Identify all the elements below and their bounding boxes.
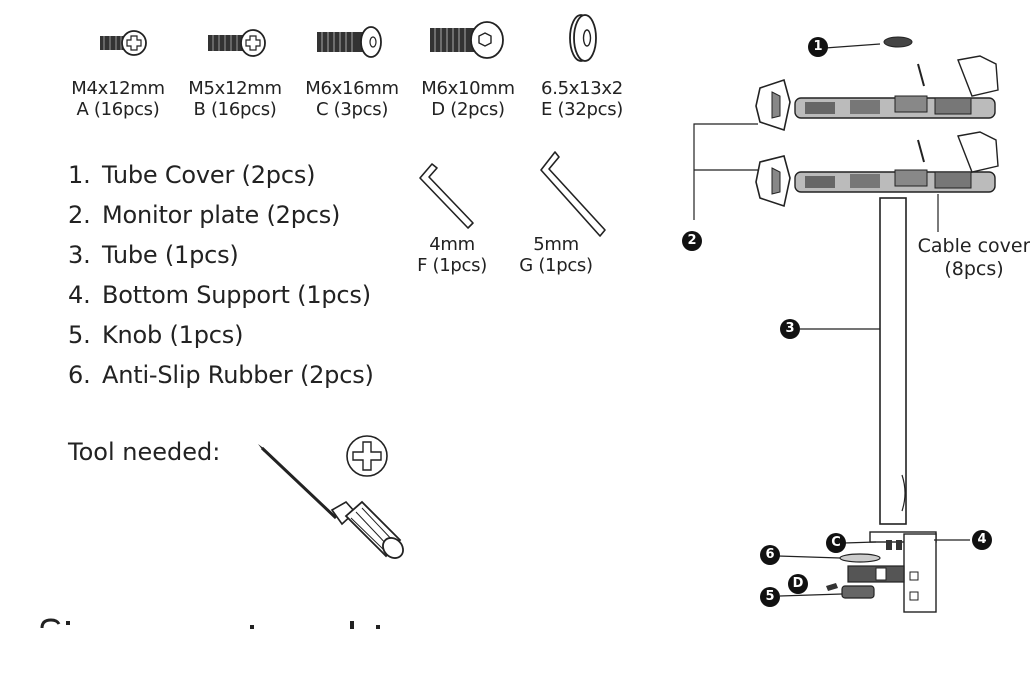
hardware-qty: E (32pcs): [540, 99, 624, 120]
bottom-support-part: [869, 531, 937, 613]
hardware-label-a: M4x12mm A (16pcs): [58, 78, 178, 120]
hardware-label-e: 6.5x13x2 E (32pcs): [522, 78, 642, 120]
part-label: Anti-Slip Rubber (2pcs): [102, 361, 374, 389]
part-label: Bottom Support (1pcs): [102, 281, 371, 309]
washer-icon-e: [569, 14, 597, 62]
callout-5: 5: [760, 587, 780, 607]
parts-list-item: 3. Tube (1pcs): [68, 235, 374, 275]
wrench-label-g: 5mm G (1pcs): [496, 234, 616, 276]
callout-c: C: [826, 533, 846, 553]
screw-icon-a: [100, 30, 147, 56]
hardware-size: 6.5x13x2: [541, 78, 623, 99]
hex-wrench-icon-g: [540, 151, 606, 237]
wrench-size: 4mm: [429, 234, 475, 255]
hardware-size: M6x16mm: [305, 78, 399, 99]
wrench-label-f: 4mm F (1pcs): [392, 234, 512, 276]
part-number: 3.: [68, 241, 91, 269]
part-number: 5.: [68, 321, 91, 349]
parts-list-item: 5. Knob (1pcs): [68, 315, 374, 355]
part-number: 1.: [68, 161, 91, 189]
hardware-size: M4x12mm: [71, 78, 165, 99]
tube-cover-part: [883, 36, 913, 48]
hardware-qty: C (3pcs): [315, 99, 389, 120]
cropped-heading-fragment: [40, 618, 380, 629]
hardware-qty: D (2pcs): [431, 99, 505, 120]
tube-part: [879, 197, 907, 525]
assembly-diagram: [693, 36, 999, 613]
part-label: Tube Cover (2pcs): [102, 161, 316, 189]
callout-4: 4: [972, 530, 992, 550]
callout-2: 2: [682, 231, 702, 251]
flat-head-bolt-icon-c: [317, 26, 382, 58]
upper-arm-assembly: [755, 55, 999, 132]
hardware-label-d: M6x10mm D (2pcs): [408, 78, 528, 120]
part-number: 2.: [68, 201, 91, 229]
hardware-label-c: M6x16mm C (3pcs): [292, 78, 412, 120]
part-number: 6.: [68, 361, 91, 389]
parts-list-item: 4. Bottom Support (1pcs): [68, 275, 374, 315]
hardware-qty: B (16pcs): [193, 99, 277, 120]
hardware-icons: [100, 14, 597, 62]
lower-arm-assembly: [755, 131, 999, 208]
callout-d: D: [788, 574, 808, 594]
anti-slip-rubber-part: [839, 553, 881, 563]
phillips-screwdriver-icon: [258, 444, 404, 559]
cable-cover-label: Cable cover (8pcs): [914, 235, 1030, 281]
hex-wrench-icon-f: [419, 163, 474, 229]
part-label: Monitor plate (2pcs): [102, 201, 341, 229]
hardware-size: M5x12mm: [188, 78, 282, 99]
tool-needed-label: Tool needed:: [68, 438, 221, 466]
parts-list-item: 2. Monitor plate (2pcs): [68, 195, 374, 235]
callout-3: 3: [780, 319, 800, 339]
wrench-size: 5mm: [533, 234, 579, 255]
wrench-qty: F (1pcs): [417, 255, 487, 276]
hex-socket-bolt-icon-d: [430, 21, 504, 59]
parts-list: 1. Tube Cover (2pcs) 2. Monitor plate (2pc…: [68, 155, 374, 395]
cable-cover-line2: (8pcs): [944, 258, 1004, 280]
callout-1: 1: [808, 37, 828, 57]
hardware-qty: A (16pcs): [76, 99, 160, 120]
part-label: Knob (1pcs): [102, 321, 244, 349]
part-number: 4.: [68, 281, 91, 309]
phillips-cross-icon: [346, 435, 388, 477]
parts-list-item: 6. Anti-Slip Rubber (2pcs): [68, 355, 374, 395]
parts-list-item: 1. Tube Cover (2pcs): [68, 155, 374, 195]
hex-wrench-icons: [419, 151, 606, 237]
part-label: Tube (1pcs): [102, 241, 239, 269]
knob-part: [841, 565, 905, 599]
screw-icon-b: [208, 29, 266, 57]
callout-6: 6: [760, 545, 780, 565]
hardware-size: M6x10mm: [421, 78, 515, 99]
cable-cover-line1: Cable cover: [917, 235, 1030, 257]
wrench-qty: G (1pcs): [519, 255, 593, 276]
hardware-label-b: M5x12mm B (16pcs): [175, 78, 295, 120]
